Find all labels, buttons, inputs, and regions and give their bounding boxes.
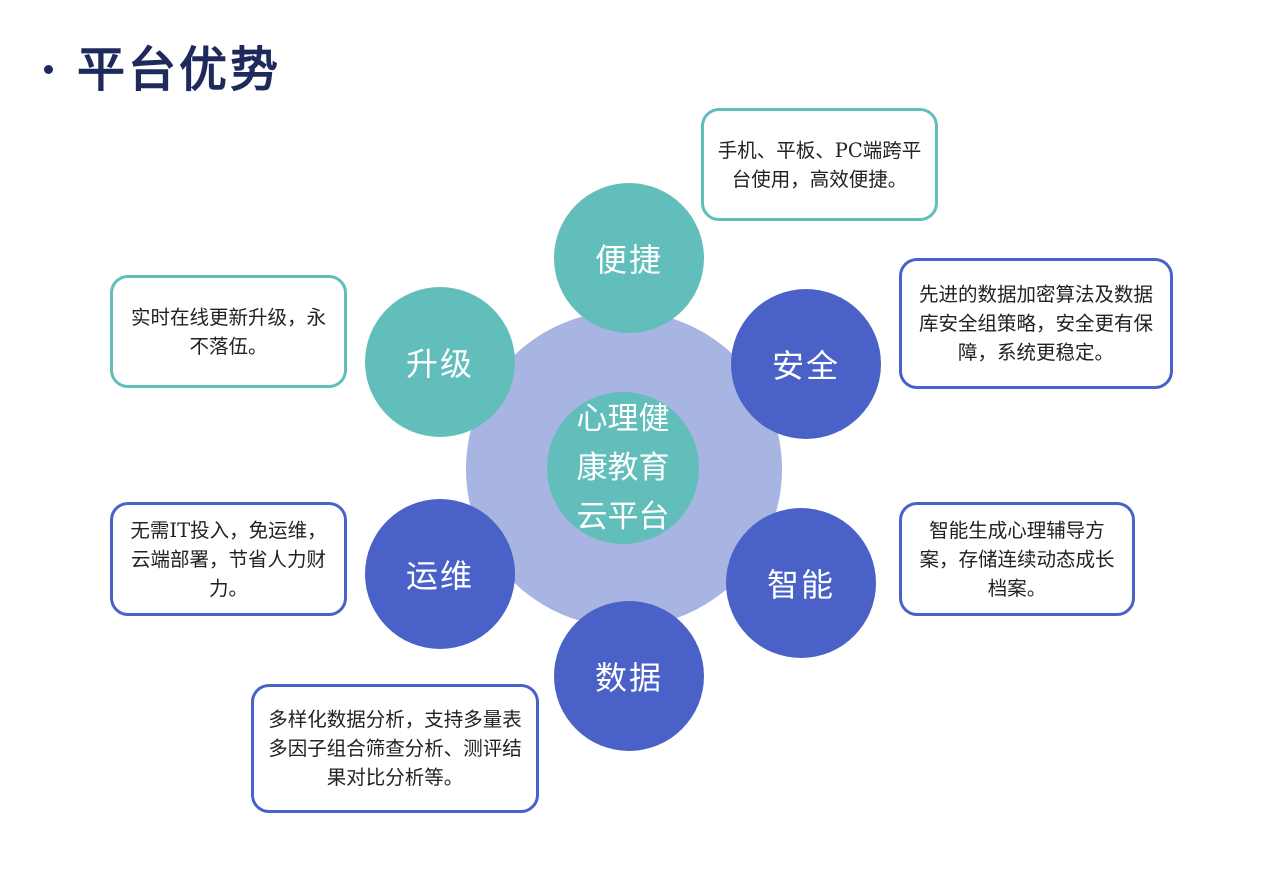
node-convenience: 便捷	[554, 183, 704, 333]
page-title: 平台优势	[77, 42, 282, 98]
callout-intelligence: 智能生成心理辅导方案，存储连续动态成长档案。	[899, 502, 1135, 616]
node-intelligence-label: 智能	[766, 566, 835, 604]
callout-intelligence-text: 智能生成心理辅导方案，存储连续动态成长档案。	[919, 518, 1115, 600]
node-upgrade: 升级	[365, 287, 515, 437]
node-operations-label: 运维	[405, 557, 474, 595]
callout-security: 先进的数据加密算法及数据库安全组策略，安全更有保障，系统更稳定。	[899, 258, 1173, 389]
bullet-icon	[44, 64, 53, 74]
callout-security-text: 先进的数据加密算法及数据库安全组策略，安全更有保障，系统更稳定。	[918, 283, 1153, 364]
node-security: 安全	[731, 289, 881, 439]
callout-upgrade: 实时在线更新升级，永不落伍。	[110, 275, 347, 388]
node-operations: 运维	[365, 499, 515, 649]
node-data-label: 数据	[594, 659, 663, 697]
hub-core: 心理健康教育云平台	[547, 392, 699, 544]
callout-data: 多样化数据分析，支持多量表多因子组合筛查分析、测评结果对比分析等。	[251, 684, 539, 813]
callout-operations-text: 无需IT投入，免运维，云端部署，节省人力财力。	[130, 518, 327, 600]
callout-data-text: 多样化数据分析，支持多量表多因子组合筛查分析、测评结果对比分析等。	[268, 708, 522, 789]
callout-convenience: 手机、平板、PC端跨平台使用，高效便捷。	[701, 108, 938, 221]
node-convenience-label: 便捷	[594, 241, 663, 279]
node-security-label: 安全	[771, 347, 840, 385]
node-data: 数据	[554, 601, 704, 751]
callout-operations: 无需IT投入，免运维，云端部署，节省人力财力。	[110, 502, 347, 616]
hub-label: 心理健康教育云平台	[576, 400, 670, 535]
node-intelligence: 智能	[726, 508, 876, 658]
callout-upgrade-text: 实时在线更新升级，永不落伍。	[130, 305, 326, 358]
node-upgrade-label: 升级	[405, 345, 474, 383]
callout-convenience-text: 手机、平板、PC端跨平台使用，高效便捷。	[717, 138, 922, 191]
page-header: 平台优势	[44, 30, 281, 100]
